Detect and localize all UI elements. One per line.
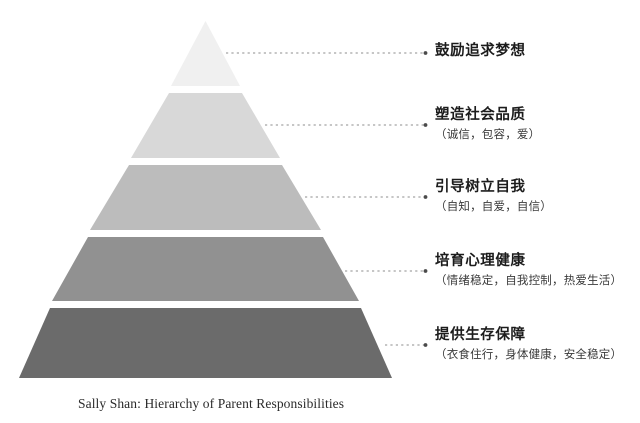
tier-2-subtitle: （诚信，包容，爱） <box>435 129 541 142</box>
connector-dot-1 <box>423 51 428 55</box>
tier-2-title: 塑造社会品质 <box>435 107 526 123</box>
tier-3-title: 引导树立自我 <box>435 179 526 195</box>
connector-dot-4 <box>423 269 428 273</box>
connector-dot-5 <box>423 343 428 347</box>
tier-5-title: 提供生存保障 <box>435 327 526 343</box>
tier-4-title: 培育心理健康 <box>435 253 526 269</box>
pyramid-tier-2-shape[interactable] <box>131 93 280 158</box>
connector-dot-3 <box>423 195 428 199</box>
tier-5-subtitle: （衣食住行，身体健康，安全稳定） <box>435 349 623 362</box>
diagram-caption: Sally Shan: Hierarchy of Parent Responsi… <box>78 396 345 411</box>
pyramid-tier-4-shape[interactable] <box>52 237 359 301</box>
pyramid-tier-5-label[interactable]: 提供生存保障 （衣食住行，身体健康，安全稳定） <box>435 326 622 363</box>
tier-4-subtitle: （情绪稳定，自我控制，热爱生活） <box>435 275 623 288</box>
tier-1-title: 鼓励追求梦想 <box>435 43 526 59</box>
pyramid-tier-3-label[interactable]: 引导树立自我 （自知，自爱，自信） <box>435 178 552 215</box>
pyramid-tier-3-shape[interactable] <box>90 165 321 230</box>
pyramid-tier-1-shape[interactable] <box>171 21 240 86</box>
tier-3-subtitle: （自知，自爱，自信） <box>435 201 552 214</box>
pyramid-tier-5-shape[interactable] <box>19 308 392 378</box>
pyramid-tier-1-label[interactable]: 鼓励追求梦想 <box>435 42 526 60</box>
pyramid-tier-4-label[interactable]: 培育心理健康 （情绪稳定，自我控制，热爱生活） <box>435 252 622 289</box>
connector-dot-2 <box>423 123 428 127</box>
pyramid-tier-2-label[interactable]: 塑造社会品质 （诚信，包容，爱） <box>435 106 540 143</box>
